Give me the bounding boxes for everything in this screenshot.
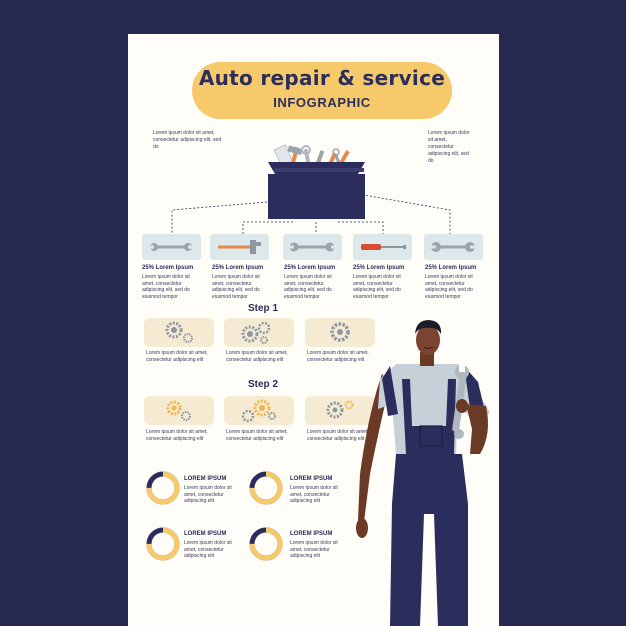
stat-text: Lorem ipsum dolor sit amet, consectetur … [184, 540, 232, 559]
stat-heading: LOREM IPSUM [290, 476, 333, 482]
step-1-card [224, 318, 294, 347]
stat-heading: LOREM IPSUM [290, 531, 333, 537]
gears-icon [241, 321, 271, 344]
infographic-poster: Auto repair & service INFOGRAPHIC Lorem … [128, 34, 499, 626]
wrench-icon [430, 242, 477, 252]
stat-text: Lorem ipsum dolor sit amet, consectetur … [290, 485, 338, 504]
step-1-card [305, 318, 375, 347]
tool-heading: 25% Lorem Ipsum [284, 265, 336, 271]
gears-icon [165, 321, 193, 343]
tool-heading: 25% Lorem Ipsum [425, 265, 477, 271]
stat-heading: LOREM IPSUM [184, 531, 227, 537]
title-banner: Auto repair & service INFOGRAPHIC [192, 62, 452, 119]
tool-text: Lorem ipsum dolor sit amet, consectetur … [353, 274, 401, 300]
step-2-title: Step 2 [248, 379, 279, 390]
tool-heading: 25% Lorem Ipsum [142, 265, 194, 271]
mechanic-illustration [356, 320, 490, 626]
tool-heading: 25% Lorem Ipsum [212, 265, 264, 271]
progress-ring [249, 527, 283, 561]
step-1-text: Lorem ipsum dolor sit amet, consectetur … [146, 350, 208, 363]
step-2-text: Lorem ipsum dolor sit amet, consectetur … [226, 429, 288, 442]
step-1-text: Lorem ipsum dolor sit amet, consectetur … [226, 350, 288, 363]
tool-text: Lorem ipsum dolor sit amet, consectetur … [425, 274, 473, 300]
gears-icon [241, 399, 276, 423]
tool-text: Lorem ipsum dolor sit amet, consectetur … [142, 274, 190, 300]
wrench-icon [289, 242, 336, 252]
gear-icon [330, 322, 350, 342]
step-2-text: Lorem ipsum dolor sit amet, consectetur … [307, 429, 369, 442]
toolbox-icon [171, 144, 451, 234]
screwdriver-icon [361, 244, 406, 250]
stat-text: Lorem ipsum dolor sit amet, consectetur … [184, 485, 232, 504]
tool-heading: 25% Lorem Ipsum [353, 265, 405, 271]
tool-card-screwdriver [353, 234, 412, 260]
wrench-icon [150, 243, 192, 251]
progress-ring [146, 527, 180, 561]
gears-icon [326, 400, 354, 419]
step-2-text: Lorem ipsum dolor sit amet, consectetur … [146, 429, 208, 442]
progress-rings [146, 471, 283, 561]
tool-card-wrench-3 [424, 234, 483, 260]
progress-ring [146, 471, 180, 505]
tool-card-hammer [210, 234, 269, 260]
step-2-card [224, 396, 294, 425]
tool-text: Lorem ipsum dolor sit amet, consectetur … [284, 274, 332, 300]
step-1-text: Lorem ipsum dolor sit amet, consectetur … [307, 350, 369, 363]
page-title: Auto repair & service [198, 66, 446, 90]
step-2-card [305, 396, 375, 425]
step-1-card [144, 318, 214, 347]
progress-ring [249, 471, 283, 505]
page-subtitle: INFOGRAPHIC [273, 95, 371, 110]
tool-card-wrench [142, 234, 201, 260]
step-1-title: Step 1 [248, 303, 279, 314]
step-2-card [144, 396, 214, 425]
tool-card-wrench-2 [283, 234, 342, 260]
hammer-icon [218, 240, 261, 254]
tool-text: Lorem ipsum dolor sit amet, consectetur … [212, 274, 260, 300]
intro-left-text: Lorem ipsum dolor sit amet, consectetur … [153, 130, 222, 150]
gears-icon [166, 400, 191, 421]
intro-right-text: Lorem ipsum dolor sit amet, consectetur … [428, 130, 470, 164]
stat-heading: LOREM IPSUM [184, 476, 227, 482]
stat-text: Lorem ipsum dolor sit amet, consectetur … [290, 540, 338, 559]
